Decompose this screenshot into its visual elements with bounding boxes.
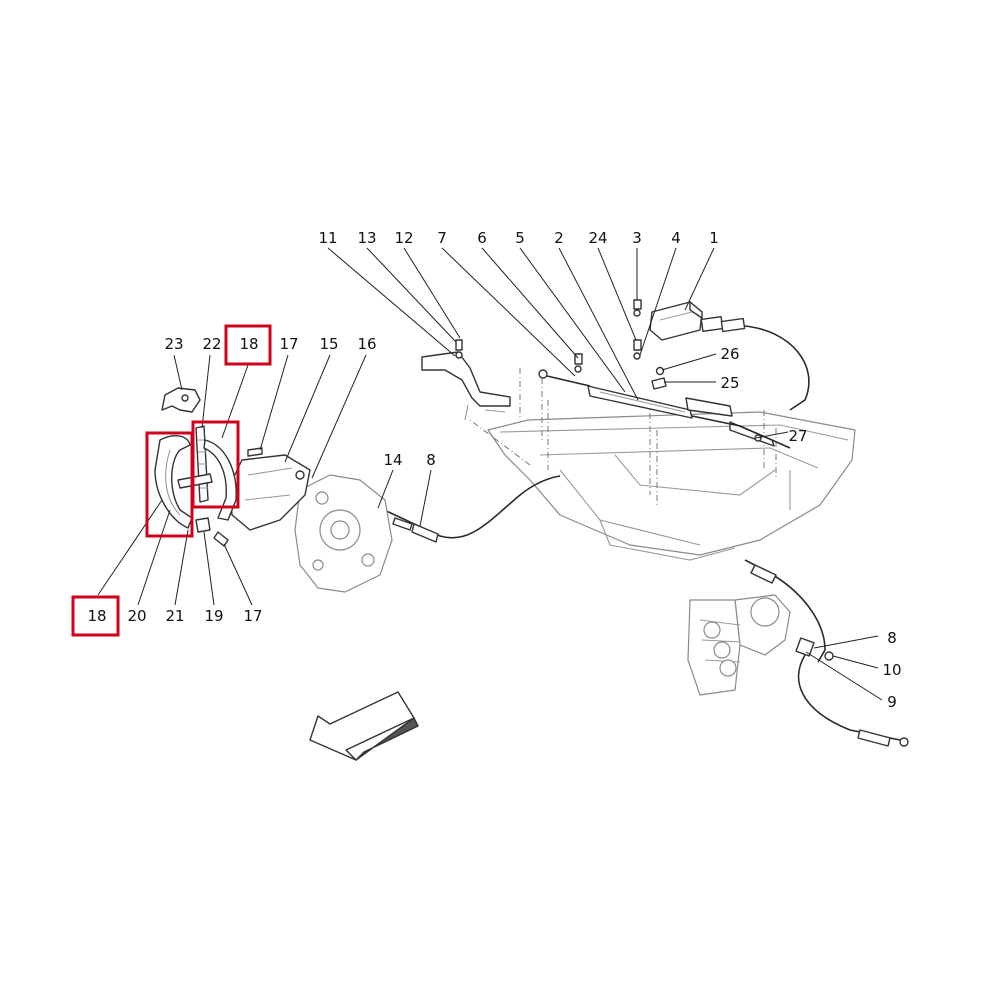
callout-16: 16	[357, 335, 376, 353]
callout-5: 5	[515, 229, 525, 247]
callout-14: 14	[383, 451, 402, 469]
callout-15: 15	[319, 335, 338, 353]
callout-2: 2	[554, 229, 564, 247]
callout-21: 21	[165, 607, 184, 625]
callout-6: 6	[477, 229, 487, 247]
callout-18-top: 18	[239, 335, 258, 353]
highlight-callout-18-top	[224, 324, 272, 366]
highlight-callout-18-left	[71, 595, 120, 637]
fastener-26	[655, 366, 665, 376]
callout-25: 25	[720, 374, 739, 392]
callout-7: 7	[437, 229, 447, 247]
direction-arrow	[309, 691, 419, 761]
callout-12: 12	[394, 229, 413, 247]
bracket	[421, 351, 511, 421]
callout-8-right: 8	[887, 629, 897, 647]
callout-27: 27	[788, 427, 807, 445]
fastener-6	[574, 353, 583, 373]
brake-springs	[177, 425, 237, 521]
callout-23: 23	[164, 335, 183, 353]
highlight-springs	[191, 420, 240, 509]
hub-carrier	[294, 474, 393, 593]
callout-17-top: 17	[279, 335, 298, 353]
highlight-boxes	[71, 324, 272, 637]
callout-1: 1	[709, 229, 719, 247]
callout-11: 11	[318, 229, 337, 247]
callout-22: 22	[202, 335, 221, 353]
shoe-hardware	[195, 447, 263, 547]
callout-18-left: 18	[87, 607, 106, 625]
callout-19: 19	[204, 607, 223, 625]
callout-13: 13	[357, 229, 376, 247]
brake-cable-left	[379, 475, 561, 539]
floor-pan	[469, 368, 856, 561]
brake-shoe	[154, 434, 193, 529]
callout-8-top: 8	[426, 451, 436, 469]
lever	[161, 387, 201, 413]
right-knuckle	[687, 594, 791, 696]
fastener-24	[633, 339, 642, 360]
callout-17-bottom: 17	[243, 607, 262, 625]
leader-lines	[97, 247, 883, 701]
equalizer-assembly	[538, 369, 791, 449]
callout-10: 10	[882, 661, 901, 679]
actuator-cable	[743, 325, 810, 411]
callout-labels: 11 13 12 7 6 5 2 24 3 4 1 26 25 27 23 22…	[87, 229, 901, 711]
fastener-25	[651, 377, 667, 390]
cable-fittings-right	[750, 564, 909, 747]
fastener-3	[633, 299, 642, 317]
brake-actuator	[649, 301, 746, 341]
callout-3: 3	[632, 229, 642, 247]
cable-sleeve-8	[411, 523, 439, 543]
callout-4: 4	[671, 229, 681, 247]
callout-26: 26	[720, 345, 739, 363]
callout-20: 20	[127, 607, 146, 625]
backing-plate	[229, 454, 311, 531]
fastener-12	[455, 339, 463, 359]
callout-9: 9	[887, 693, 897, 711]
callout-24: 24	[588, 229, 607, 247]
